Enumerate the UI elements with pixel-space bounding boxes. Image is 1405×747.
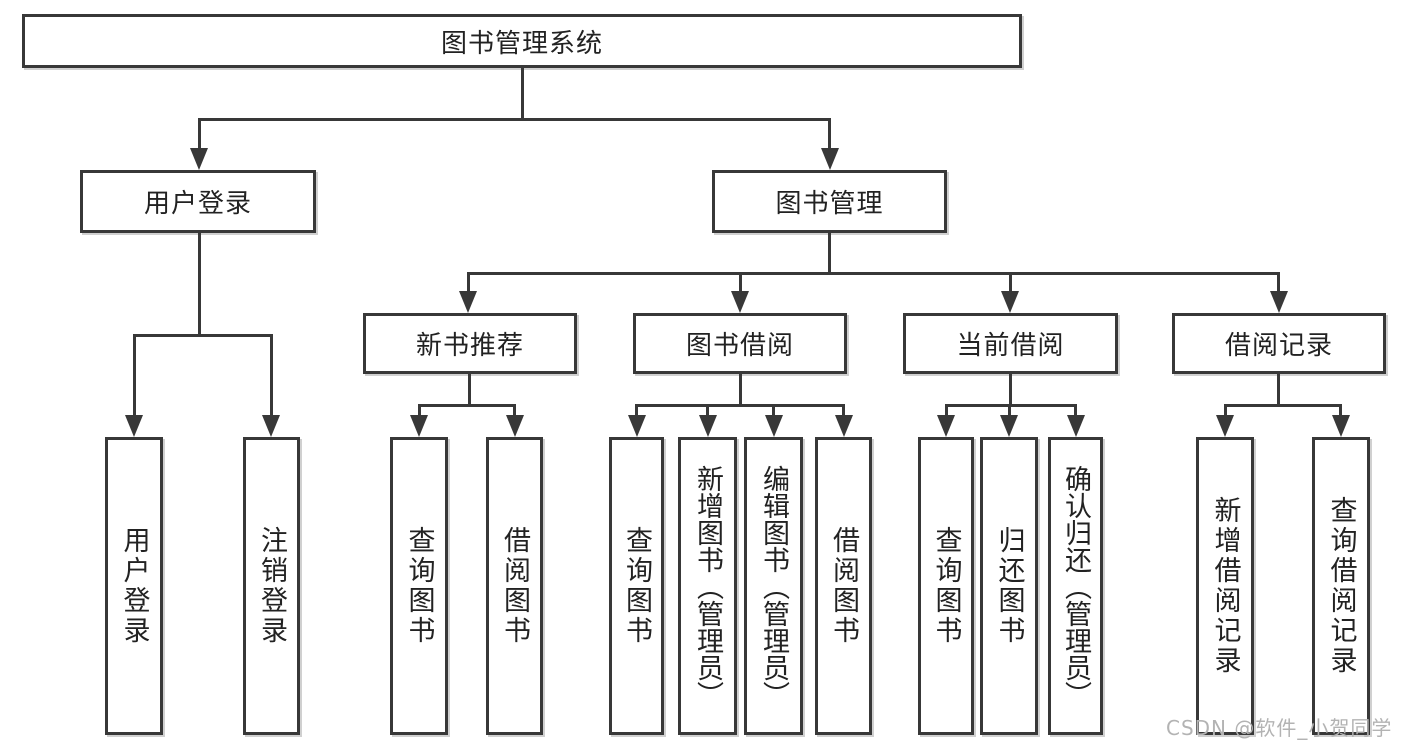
node-root-library-system: 图书管理系统: [22, 14, 1022, 68]
edge-borrow-record-hbar: [1224, 404, 1341, 407]
leaf-bookborrow-query: 查询图书: [609, 437, 664, 735]
edge-drop-cb-confirm: [1074, 404, 1077, 419]
edge-user-login-stem: [198, 233, 201, 337]
node-book-borrow: 图书借阅: [633, 313, 847, 374]
edge-drop-bb-edit: [772, 404, 775, 419]
arrowhead-br-add: [1216, 415, 1234, 437]
leaf-newbook-query: 查询图书: [390, 437, 448, 735]
node-label: 查询借阅记录: [1325, 496, 1357, 676]
leaf-record-add: 新增借阅记录: [1196, 437, 1254, 735]
node-label: 新书推荐: [415, 331, 524, 361]
edge-drop-bb-add: [706, 404, 709, 419]
edge-new-book-hbar: [418, 404, 516, 407]
leaf-currentborrow-query: 查询图书: [918, 437, 974, 735]
node-current-borrow: 当前借阅: [903, 313, 1118, 374]
edge-root-stem: [521, 68, 524, 120]
node-label: 注销登录: [256, 526, 287, 646]
node-label: 查询图书: [621, 526, 652, 646]
node-label: 用户登录: [143, 189, 252, 219]
arrowhead-book-borrow: [731, 291, 749, 313]
node-label: 用户登录: [118, 526, 150, 646]
leaf-currentborrow-confirm-admin: 确认归还（管理员）: [1048, 437, 1103, 735]
node-label: 借阅图书: [828, 526, 859, 646]
edge-drop-leaf-logout: [270, 334, 273, 419]
edge-drop-cb-return: [1008, 404, 1011, 419]
edge-root-hbar: [198, 118, 831, 121]
arrowhead-book-management: [821, 148, 839, 170]
leaf-logout: 注销登录: [243, 437, 300, 735]
edge-drop-book-management: [828, 118, 831, 152]
node-label: 当前借阅: [956, 331, 1065, 361]
leaf-currentborrow-return: 归还图书: [980, 437, 1038, 735]
arrowhead-bb-borrow: [835, 415, 853, 437]
edge-level3-hbar: [467, 272, 1280, 275]
leaf-bookborrow-edit-admin: 编辑图书（管理员）: [744, 437, 803, 735]
leaf-record-query: 查询借阅记录: [1312, 437, 1370, 735]
edge-drop-nb-query: [418, 404, 421, 419]
edge-drop-leaf-login: [133, 334, 136, 419]
node-label: 查询图书: [930, 526, 962, 646]
node-label: 借阅记录: [1224, 331, 1333, 361]
arrowhead-leaf-login: [125, 415, 143, 437]
edge-drop-new-book: [467, 272, 470, 295]
leaf-bookborrow-add-admin: 新增图书（管理员）: [678, 437, 737, 735]
node-label: 新增图书（管理员）: [692, 464, 723, 708]
edge-drop-br-add: [1224, 404, 1227, 419]
edge-drop-user-login: [198, 118, 201, 152]
edge-drop-borrow-record: [1277, 272, 1280, 295]
arrowhead-borrow-record: [1270, 291, 1288, 313]
edge-book-management-stem: [828, 233, 831, 274]
arrowhead-nb-query: [410, 415, 428, 437]
edge-drop-current-borrow: [1009, 272, 1012, 295]
node-label: 确认归还（管理员）: [1060, 464, 1091, 708]
node-label: 查询图书: [403, 526, 435, 646]
arrowhead-br-query: [1332, 415, 1350, 437]
arrowhead-cb-query: [937, 415, 955, 437]
edge-drop-bb-borrow: [842, 404, 845, 419]
edge-new-book-stem: [468, 374, 471, 407]
csdn-watermark: CSDN @软件_小贺同学: [1166, 716, 1393, 740]
edge-book-borrow-hbar: [635, 404, 845, 407]
arrowhead-leaf-logout: [262, 415, 280, 437]
edge-drop-book-borrow: [739, 272, 742, 295]
arrowhead-nb-borrow: [506, 415, 524, 437]
node-label: 编辑图书（管理员）: [758, 464, 789, 708]
leaf-bookborrow-borrow: 借阅图书: [815, 437, 872, 735]
node-label: 图书借阅: [685, 331, 794, 361]
node-borrow-record: 借阅记录: [1172, 313, 1386, 374]
arrowhead-new-book: [459, 291, 477, 313]
node-user-login: 用户登录: [80, 170, 316, 233]
node-book-management: 图书管理: [712, 170, 947, 233]
arrowhead-bb-add: [699, 415, 717, 437]
node-label: 新增借阅记录: [1209, 496, 1241, 676]
arrowhead-cb-confirm: [1067, 415, 1085, 437]
edge-borrow-record-stem: [1277, 374, 1280, 407]
node-label: 借阅图书: [499, 526, 530, 646]
edge-drop-nb-borrow: [513, 404, 516, 419]
arrowhead-bb-edit: [765, 415, 783, 437]
edge-user-login-hbar: [133, 334, 273, 337]
edge-current-borrow-stem: [1009, 374, 1012, 407]
node-label: 归还图书: [993, 526, 1025, 646]
edge-book-borrow-stem: [739, 374, 742, 407]
arrowhead-cb-return: [1000, 415, 1018, 437]
edge-drop-br-query: [1339, 404, 1342, 419]
arrowhead-current-borrow: [1001, 291, 1019, 313]
node-new-book-recommend: 新书推荐: [363, 313, 577, 374]
node-label: 图书管理系统: [440, 28, 603, 59]
edge-drop-cb-query: [945, 404, 948, 419]
node-label: 图书管理: [775, 189, 884, 219]
edge-drop-bb-query: [635, 404, 638, 419]
leaf-user-login: 用户登录: [105, 437, 163, 735]
arrowhead-bb-query: [628, 415, 646, 437]
leaf-newbook-borrow: 借阅图书: [486, 437, 543, 735]
arrowhead-user-login: [190, 148, 208, 170]
